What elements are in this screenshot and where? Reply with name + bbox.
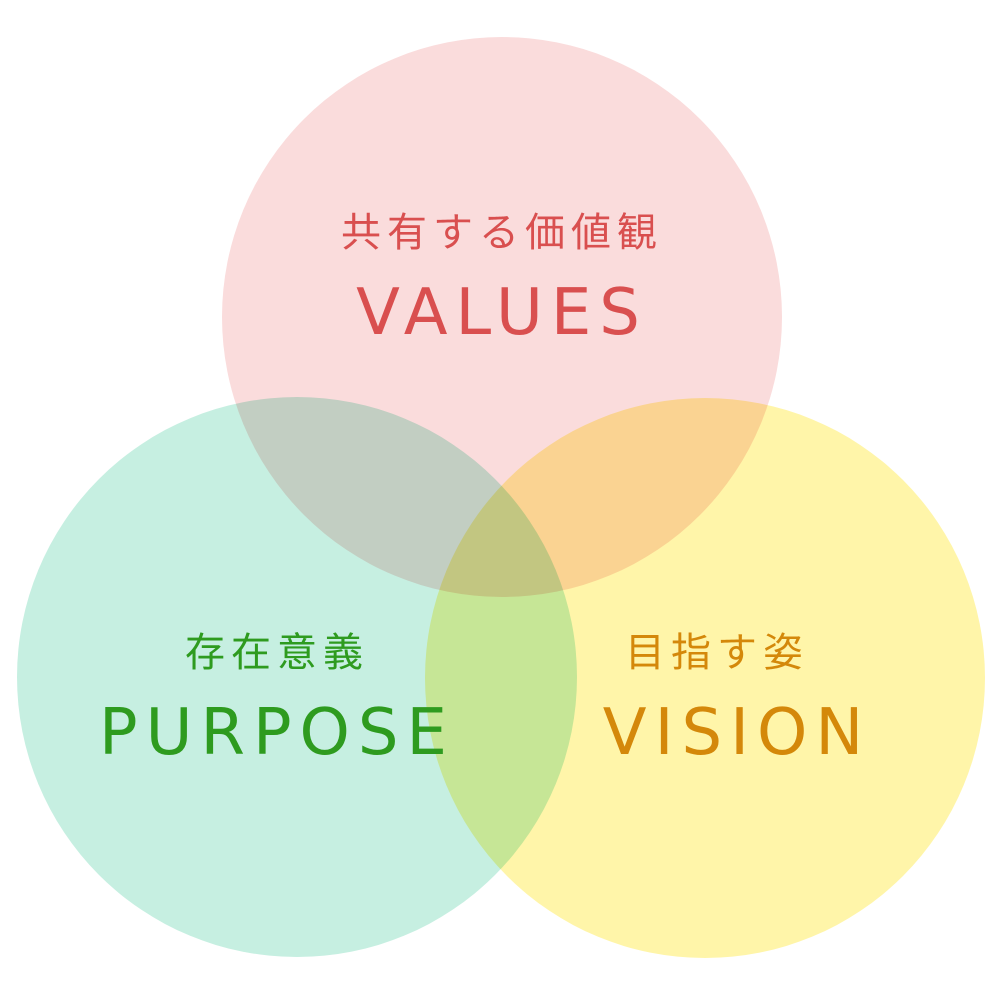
vision-subtitle: 目指す姿: [625, 630, 809, 676]
vision-circle: [425, 398, 985, 958]
values-subtitle: 共有する価値観: [341, 210, 663, 256]
purpose-title: PURPOSE: [99, 696, 455, 770]
purpose-circle: [17, 397, 577, 957]
purpose-subtitle: 存在意義: [185, 630, 369, 676]
vision-title: VISION: [602, 696, 872, 770]
values-title: VALUES: [356, 276, 648, 350]
